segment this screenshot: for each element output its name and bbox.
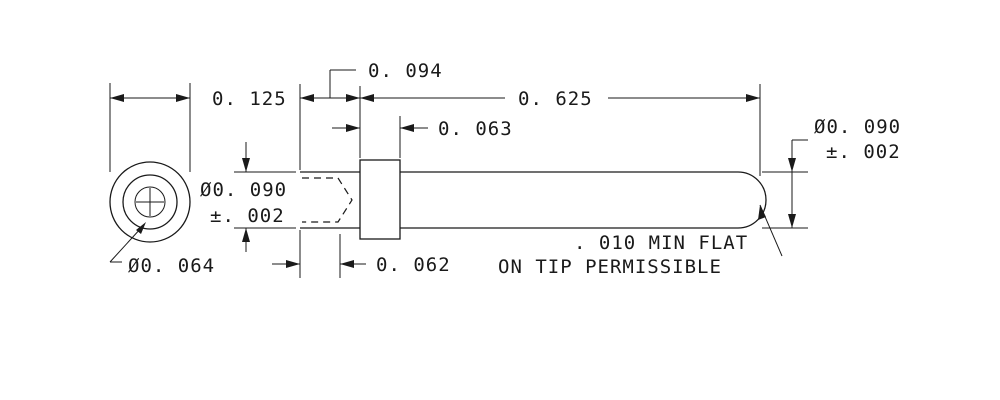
socket-circle [134,186,166,218]
collar [359,159,401,240]
dim-overall-length: 0. 625 [360,84,761,176]
arrowhead [300,94,314,102]
end-view-outer-circle [109,161,191,243]
arrowhead [136,222,146,234]
leader-line [109,226,143,263]
arrowhead [176,94,190,102]
dim-text: Ø0. 090 [200,179,287,201]
dim-text: 0. 062 [376,254,451,276]
arrowhead [360,94,374,102]
dim-collar-width: 0. 063 [332,116,513,158]
arrowhead [788,158,796,172]
dim-text: 0. 063 [438,118,513,140]
hidden-socket-bore [302,177,353,223]
arrowhead [110,94,124,102]
end-view-inner-circle [122,174,178,230]
note-line-1: . 010 MIN FLAT [574,232,748,254]
dim-text: 0. 125 [212,88,287,110]
arrowhead [286,260,300,268]
arrowhead [758,205,766,220]
arrowhead [346,94,360,102]
arrowhead [242,228,250,242]
dim-text: 0. 625 [518,88,593,110]
dim-body-diameter-right: Ø0. 090 ±. 002 [762,116,901,229]
dim-socket-diameter: Ø0. 064 [109,222,215,277]
arrowhead [346,124,360,132]
dim-end-view-diameter: 0. 125 [109,83,287,172]
end-view [109,161,191,243]
dim-text: Ø0. 064 [128,255,215,277]
side-view [300,159,767,240]
arrowhead [746,94,760,102]
pin-body [400,171,767,229]
dim-body-diameter-left: Ø0. 090 ±. 002 [200,142,296,252]
tip-note: . 010 MIN FLAT ON TIP PERMISSIBLE [498,204,783,278]
dim-socket-depth: 0. 062 [272,230,451,278]
dim-text: Ø0. 090 [814,116,901,138]
arrowhead [340,260,354,268]
dim-text: 0. 094 [368,60,443,82]
dim-tolerance: ±. 002 [210,205,285,227]
dim-head-width: 0. 094 [299,60,443,170]
dim-tolerance: ±. 002 [826,141,901,163]
arrowhead [242,158,250,172]
arrowhead [400,124,414,132]
note-line-2: ON TIP PERMISSIBLE [498,256,722,278]
arrowhead [788,214,796,228]
